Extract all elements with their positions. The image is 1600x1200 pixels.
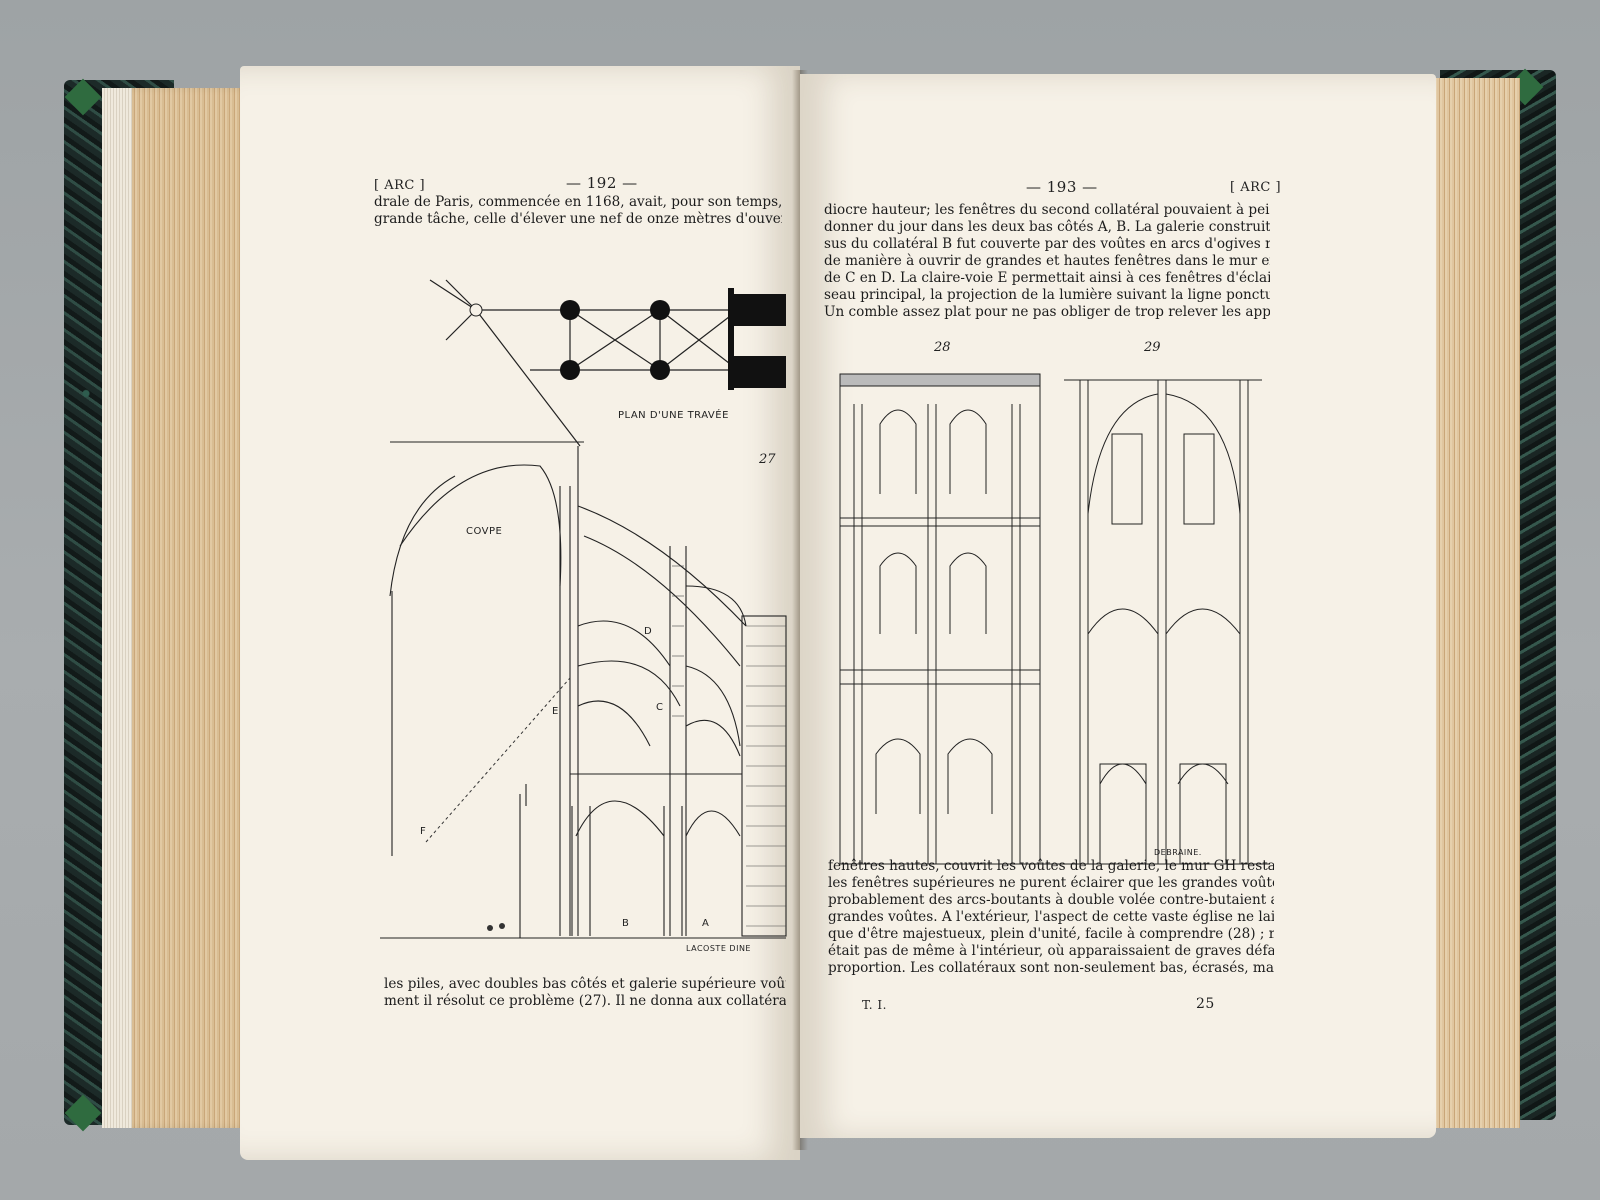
figure-27-drawing xyxy=(380,279,787,939)
volume-signature: T. I. xyxy=(862,998,887,1012)
plan-caption: PLAN D'UNE TRAVÉE xyxy=(618,410,729,421)
text-line: les piles, avec doubles bas côtés et gal… xyxy=(384,976,786,992)
right-header-section: [ ARC ] xyxy=(1230,180,1282,195)
page-edges-right xyxy=(1432,78,1520,1128)
figure-letter-d: D xyxy=(644,626,653,637)
figure-letter-a: A xyxy=(702,918,710,929)
figure-number-27: 27 xyxy=(759,452,776,467)
text-line: probablement des arcs-boutants à double … xyxy=(828,892,1274,908)
engraver-signature-right: DEBRAINE. xyxy=(1154,848,1202,857)
left-page-number: — 192 — xyxy=(566,174,638,192)
text-line: proportion. Les collatéraux sont non-seu… xyxy=(828,960,1274,976)
text-line: donner du jour dans les deux bas côtés A… xyxy=(824,219,1270,235)
left-page: [ ARC ] — 192 — drale de Paris, commencé… xyxy=(240,66,800,1160)
text-line: de manière à ouvrir de grandes et hautes… xyxy=(824,253,1270,269)
text-line: grandes voûtes. A l'extérieur, l'aspect … xyxy=(828,909,1274,925)
text-line: fenêtres hautes, couvrit les voûtes de l… xyxy=(828,858,1274,874)
left-header-section: [ ARC ] xyxy=(374,178,426,193)
figure-letter-e: E xyxy=(552,706,559,717)
figure-letter-f: F xyxy=(420,826,427,837)
figures-28-29-drawing xyxy=(839,373,1270,865)
text-line: ment il résolut ce problème (27). Il ne … xyxy=(384,993,786,1009)
text-line: les fenêtres supérieures ne purent éclai… xyxy=(828,875,1274,891)
right-page: — 193 — [ ARC ] diocre hauteur; les fenê… xyxy=(800,74,1436,1138)
text-line: seau principal, la projection de la lumi… xyxy=(824,287,1270,303)
text-line: Un comble assez plat pour ne pas obliger… xyxy=(824,304,1270,320)
figure-letter-c: C xyxy=(656,702,664,713)
figure-number-28: 28 xyxy=(934,340,951,355)
right-page-number: — 193 — xyxy=(1026,178,1098,196)
text-line: grande tâche, celle d'élever une nef de … xyxy=(374,211,782,227)
right-top-text: diocre hauteur; les fenêtres du second c… xyxy=(824,202,1270,321)
left-bottom-text: les piles, avec doubles bas côtés et gal… xyxy=(384,976,786,1010)
page-edges-left xyxy=(102,88,250,1128)
text-line: sus du collatéral B fut couverte par des… xyxy=(824,236,1270,252)
section-caption: COVPE xyxy=(466,526,503,537)
text-line: diocre hauteur; les fenêtres du second c… xyxy=(824,202,1270,218)
right-bottom-text: fenêtres hautes, couvrit les voûtes de l… xyxy=(828,858,1274,977)
left-top-text: drale de Paris, commencée en 1168, avait… xyxy=(374,194,782,228)
text-line: était pas de même à l'intérieur, où appa… xyxy=(828,943,1274,959)
figure-number-29: 29 xyxy=(1144,340,1161,355)
text-line: drale de Paris, commencée en 1168, avait… xyxy=(374,194,782,210)
text-line: que d'être majestueux, plein d'unité, fa… xyxy=(828,926,1274,942)
engraver-signature-left: LACOSTE DINE xyxy=(686,944,751,953)
figure-letter-b: B xyxy=(622,918,630,929)
text-line: de C en D. La claire-voie E permettait a… xyxy=(824,270,1270,286)
signature-number: 25 xyxy=(1196,996,1215,1012)
